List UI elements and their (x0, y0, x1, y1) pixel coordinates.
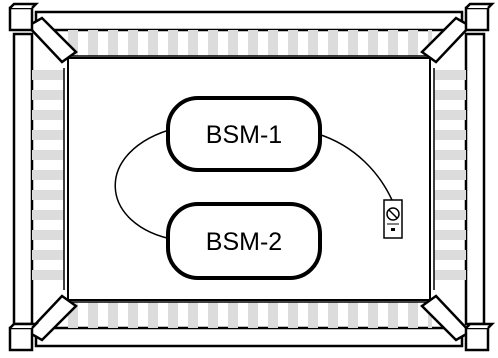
top-rail (34, 10, 464, 32)
post-bottom-right (464, 326, 490, 352)
node-bsm-2-label: BSM-2 (206, 228, 282, 256)
bottom-slats (66, 302, 432, 328)
left-slats (32, 68, 64, 290)
corner-braces (26, 16, 472, 342)
post-bottom-left (8, 326, 34, 352)
wall-outlet-icon (383, 199, 403, 239)
wire-bsm1-outlet (317, 133, 393, 201)
node-bsm-2: BSM-2 (166, 202, 322, 280)
post-top-left (8, 6, 34, 32)
node-bsm-1: BSM-1 (166, 96, 322, 172)
node-bsm-1-label: BSM-1 (206, 121, 282, 149)
wire-bsm1-bsm2 (114, 127, 177, 241)
corner-posts (8, 2, 496, 352)
crib-frame (8, 2, 496, 352)
top-slats (66, 30, 432, 56)
right-slats (434, 68, 466, 290)
left-rail (12, 32, 34, 326)
post-top-right (464, 6, 490, 32)
bottom-rail (34, 326, 464, 348)
right-rail (464, 32, 486, 326)
